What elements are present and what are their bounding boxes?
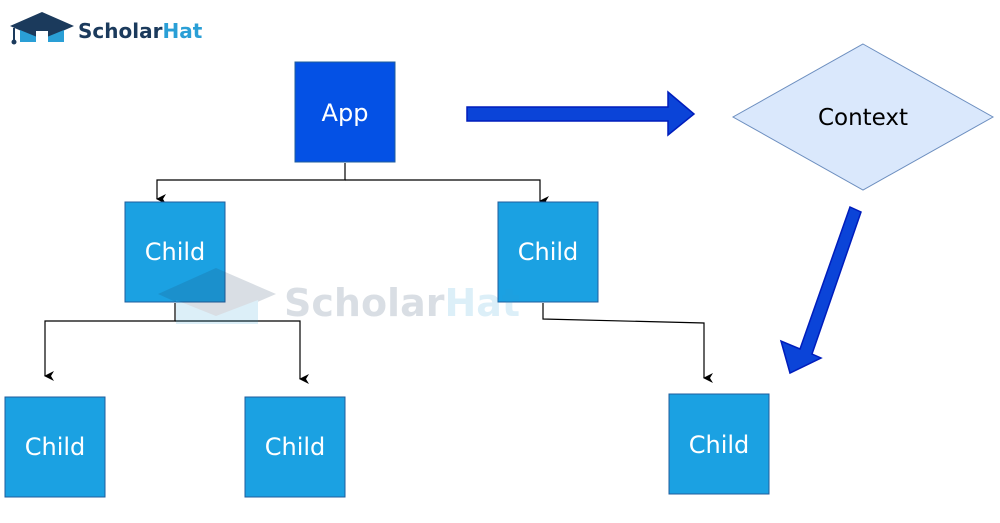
node-grandchild-left-a: Child (4, 396, 106, 498)
node-grandchild-left-b: Child (244, 396, 346, 498)
node-child-right-label: Child (518, 238, 579, 266)
node-context: Context (731, 43, 995, 191)
watermark-cap-icon (158, 268, 276, 324)
logo-wordmark: ScholarHat (78, 19, 203, 43)
scholarhat-watermark: ScholarHat (158, 268, 520, 325)
connectors (44, 163, 713, 384)
node-app-label: App (322, 99, 369, 127)
logo-text-scholar: Scholar (78, 19, 163, 43)
connector-child-to-grandchild-right (542, 303, 713, 383)
big-arrow-app-to-context (466, 90, 696, 137)
node-grandchild-right-label: Child (689, 431, 750, 459)
node-child-left: Child (124, 201, 226, 303)
graduation-cap-icon (10, 12, 74, 45)
connector-app-to-child-right (345, 179, 549, 206)
connector-child-to-grandchild-a (44, 303, 176, 381)
node-grandchild-left-b-label: Child (265, 433, 326, 461)
connector-child-to-grandchild-b (175, 320, 309, 384)
node-grandchild-left-a-label: Child (25, 433, 86, 461)
node-app: App (294, 61, 396, 163)
big-arrow-context-to-child (779, 205, 862, 375)
logo-text-hat: Hat (162, 19, 202, 43)
node-context-label: Context (818, 105, 908, 131)
watermark-text-scholar: Scholar (284, 281, 445, 325)
watermark-text-hat: Hat (444, 281, 520, 325)
watermark-text: ScholarHat (284, 281, 520, 325)
node-child-left-label: Child (145, 238, 206, 266)
node-child-right: Child (497, 201, 599, 303)
scholarhat-logo: ScholarHat (10, 12, 203, 45)
node-grandchild-right: Child (668, 393, 770, 495)
connector-app-to-child-left (156, 163, 346, 204)
